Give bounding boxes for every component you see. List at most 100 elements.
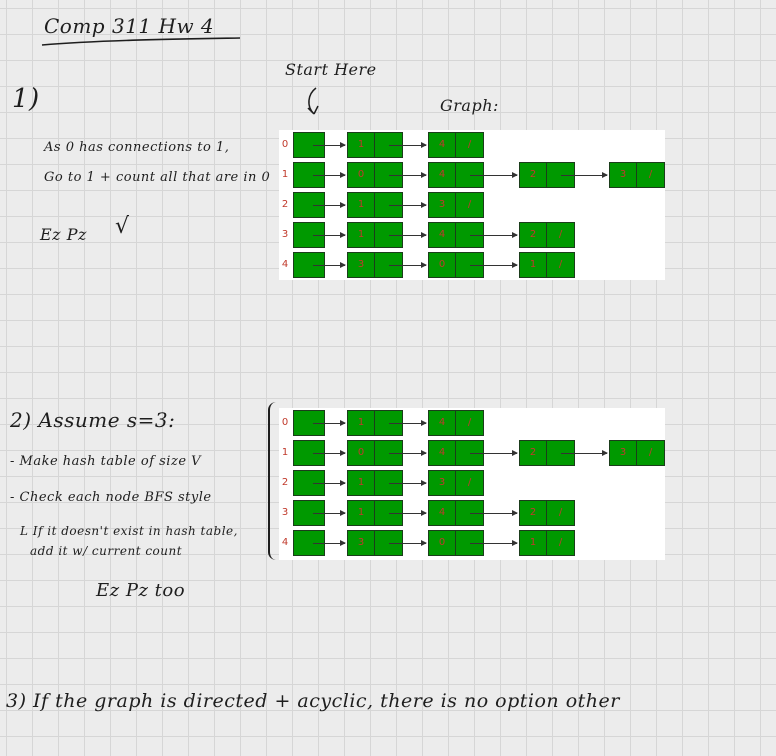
graph1-pointer-arrow xyxy=(389,262,427,268)
node-pointer: / xyxy=(558,537,563,548)
node-value: 3 xyxy=(429,471,456,495)
graph2-pointer-arrow xyxy=(389,420,427,426)
graph2-pointer-arrow xyxy=(470,540,518,546)
graph2-list-node: 3 xyxy=(347,530,403,556)
start-here-note: Start Here xyxy=(285,60,377,79)
graph2-pointer-arrow xyxy=(313,480,346,486)
graph2-list-node: 3/ xyxy=(609,440,665,466)
q2-bullet-3: L If it doesn't exist in hash table, xyxy=(20,524,238,538)
node-pointer: / xyxy=(648,447,653,458)
graph1-row-index: 2 xyxy=(281,199,289,210)
q2-footer: Ez Pz too xyxy=(96,580,186,601)
node-pointer: / xyxy=(558,229,563,240)
graph1-pointer-arrow xyxy=(313,172,346,178)
graph2-list-node: 1/ xyxy=(519,530,575,556)
node-value: 2 xyxy=(520,501,547,525)
q2-bullet-4: add it w/ current count xyxy=(30,544,183,558)
graph2-pointer-arrow xyxy=(470,450,518,456)
graph2-pointer-arrow xyxy=(470,510,518,516)
q1-line-3: Ez Pz xyxy=(40,225,87,244)
graph1-pointer-arrow xyxy=(313,202,346,208)
node-value: 1 xyxy=(348,501,375,525)
q1-line-2: Go to 1 + count all that are in 0 xyxy=(44,170,271,185)
q2-bullet-2: - Check each node BFS style xyxy=(10,490,212,505)
node-value: 1 xyxy=(348,471,375,495)
graph2-pointer-arrow xyxy=(389,540,427,546)
graph1-pointer-arrow xyxy=(389,232,427,238)
node-value: 3 xyxy=(348,531,375,555)
node-value: 3 xyxy=(429,193,456,217)
node-pointer: / xyxy=(467,139,472,150)
graph1-pointer-arrow xyxy=(470,172,518,178)
graph2-pointer-arrow xyxy=(313,510,346,516)
node-value: 1 xyxy=(348,411,375,435)
page-title: Comp 311 Hw 4 xyxy=(44,14,215,38)
graph2-pointer-arrow xyxy=(313,450,346,456)
node-value: 1 xyxy=(520,531,547,555)
graph1-head-node xyxy=(293,222,325,248)
node-value: 1 xyxy=(520,253,547,277)
graph2-pointer-arrow xyxy=(313,540,346,546)
graph1-list-node: 3/ xyxy=(428,192,484,218)
graph2-pointer-arrow xyxy=(561,450,608,456)
graph1-row-index: 0 xyxy=(281,139,289,150)
graph2-row-index: 1 xyxy=(281,447,289,458)
graph1-pointer-arrow xyxy=(389,202,427,208)
title-underline xyxy=(41,37,241,46)
graph2-row-index: 4 xyxy=(281,537,289,548)
graph2-row-index: 0 xyxy=(281,417,289,428)
node-value: 2 xyxy=(520,441,547,465)
node-value: 3 xyxy=(610,441,637,465)
graph2-list-node: 0 xyxy=(428,530,484,556)
node-value: 2 xyxy=(520,163,547,187)
graph1-pointer-arrow xyxy=(389,172,427,178)
node-pointer: / xyxy=(558,507,563,518)
node-value: 4 xyxy=(429,133,456,157)
node-value: 2 xyxy=(520,223,547,247)
q1-number: 1) xyxy=(12,84,40,114)
node-pointer: / xyxy=(558,259,563,270)
node-pointer: / xyxy=(648,169,653,180)
node-pointer: / xyxy=(467,199,472,210)
node-value: 4 xyxy=(429,501,456,525)
graph1-row-index: 1 xyxy=(281,169,289,180)
graph2-pointer-arrow xyxy=(389,480,427,486)
node-pointer: / xyxy=(467,477,472,488)
graph2-pointer-arrow xyxy=(313,420,346,426)
node-value: 1 xyxy=(348,223,375,247)
graph2-list-node: 4/ xyxy=(428,410,484,436)
node-value: 1 xyxy=(348,133,375,157)
node-value: 0 xyxy=(429,253,456,277)
graph1-row-index: 4 xyxy=(281,259,289,270)
node-value: 3 xyxy=(610,163,637,187)
q1-checkmark: √ xyxy=(115,214,130,239)
graph2-pointer-arrow xyxy=(389,450,427,456)
graph1-pointer-arrow xyxy=(470,262,518,268)
graph2-list-node: 2/ xyxy=(519,500,575,526)
start-arrow xyxy=(307,87,319,115)
node-value: 0 xyxy=(348,441,375,465)
graph1-pointer-arrow xyxy=(313,232,346,238)
q2-bullet-1: - Make hash table of size V xyxy=(10,454,202,469)
graph1-pointer-arrow xyxy=(470,232,518,238)
node-value: 4 xyxy=(429,163,456,187)
node-value: 1 xyxy=(348,193,375,217)
graph2-row-index: 2 xyxy=(281,477,289,488)
graph1-list-node: 1/ xyxy=(519,252,575,278)
q2-brace xyxy=(268,402,280,560)
graph2-list-node: 3/ xyxy=(428,470,484,496)
graph2-pointer-arrow xyxy=(389,510,427,516)
node-value: 3 xyxy=(348,253,375,277)
graph1-pointer-arrow xyxy=(389,142,427,148)
graph1-list-node: 2/ xyxy=(519,222,575,248)
q1-line-1: As 0 has connections to 1, xyxy=(44,140,230,155)
graph1-pointer-arrow xyxy=(561,172,608,178)
graph1-pointer-arrow xyxy=(313,262,346,268)
graph1-list-node: 4/ xyxy=(428,132,484,158)
graph1-pointer-arrow xyxy=(313,142,346,148)
node-value: 4 xyxy=(429,441,456,465)
graph-note: Graph: xyxy=(440,96,499,115)
node-pointer: / xyxy=(467,417,472,428)
